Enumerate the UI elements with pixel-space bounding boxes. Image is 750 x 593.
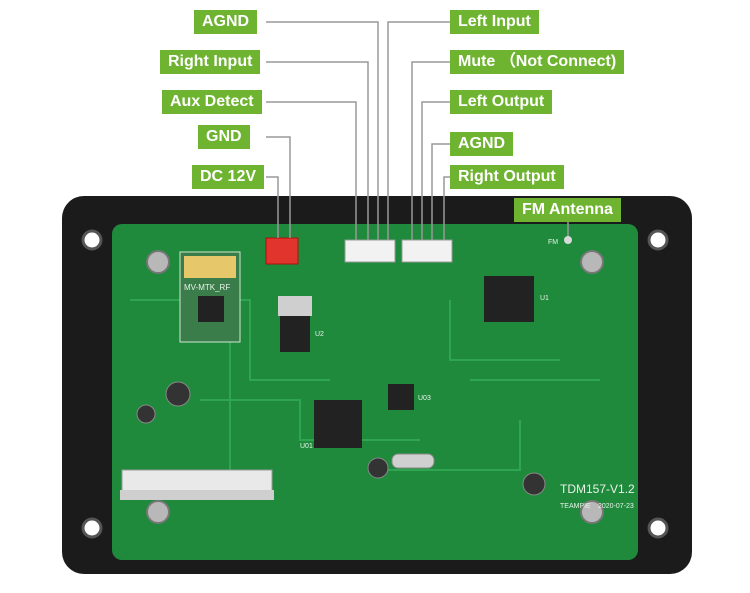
u1-text: U1 <box>540 295 549 302</box>
bt-module-text: MV-MTK_RF <box>184 283 230 292</box>
dc-connector <box>265 237 299 265</box>
label-agnd-right: AGND <box>450 132 514 156</box>
screw-tr <box>580 250 604 274</box>
capacitor-2 <box>136 404 156 424</box>
bt-antenna <box>184 256 236 278</box>
leader-right-output <box>443 176 450 240</box>
label-gnd: GND <box>198 125 250 149</box>
screw-tl <box>146 250 170 274</box>
label-right-output: Right Output <box>450 165 564 189</box>
capacitor-3 <box>367 457 389 479</box>
ic-u1 <box>484 276 534 322</box>
output-header <box>401 239 453 263</box>
leader-aux-detect <box>266 101 357 240</box>
mount-hole-br <box>647 517 669 539</box>
label-fm-antenna: FM Antenna <box>514 198 621 222</box>
screw-br <box>580 500 604 524</box>
u01-text: U01 <box>300 443 313 450</box>
leader-left-input <box>387 21 450 240</box>
capacitor-1 <box>165 381 191 407</box>
mount-hole-bl <box>81 517 103 539</box>
leader-mute <box>411 61 450 240</box>
label-aux-detect: Aux Detect <box>162 90 262 114</box>
label-dc12v: DC 12V <box>192 165 265 189</box>
input-header <box>344 239 396 263</box>
label-left-output: Left Output <box>450 90 553 114</box>
label-mute: Mute （Not Connect) <box>450 50 625 74</box>
fm-mark-text: FM <box>548 239 558 246</box>
leader-gnd <box>266 136 291 238</box>
screw-bl <box>146 500 170 524</box>
board-model-text: TDM157-V1.2 <box>560 482 635 496</box>
ribbon-connector <box>121 469 273 493</box>
regulator <box>280 316 310 352</box>
board-date-text: 2020-07-23 <box>598 503 634 510</box>
leader-left-output <box>421 101 450 240</box>
label-agnd-top: AGND <box>194 10 258 34</box>
leader-agnd-right <box>431 143 450 240</box>
mount-hole-tl <box>81 229 103 251</box>
mcu <box>314 400 362 448</box>
bt-chip <box>198 296 224 322</box>
crystal <box>391 453 435 469</box>
capacitor-4 <box>522 472 546 496</box>
leader-agnd-top <box>266 21 379 240</box>
board-maker-text: TEAMPIE <box>560 503 591 510</box>
label-right-input: Right Input <box>160 50 261 74</box>
u03-text: U03 <box>418 395 431 402</box>
fm-antenna-pad <box>564 236 572 244</box>
leader-right-input <box>266 61 369 240</box>
label-left-input: Left Input <box>450 10 539 34</box>
u2-text: U2 <box>315 331 324 338</box>
mount-hole-tr <box>647 229 669 251</box>
ic-u03 <box>388 384 414 410</box>
leader-dc12v <box>266 176 279 238</box>
